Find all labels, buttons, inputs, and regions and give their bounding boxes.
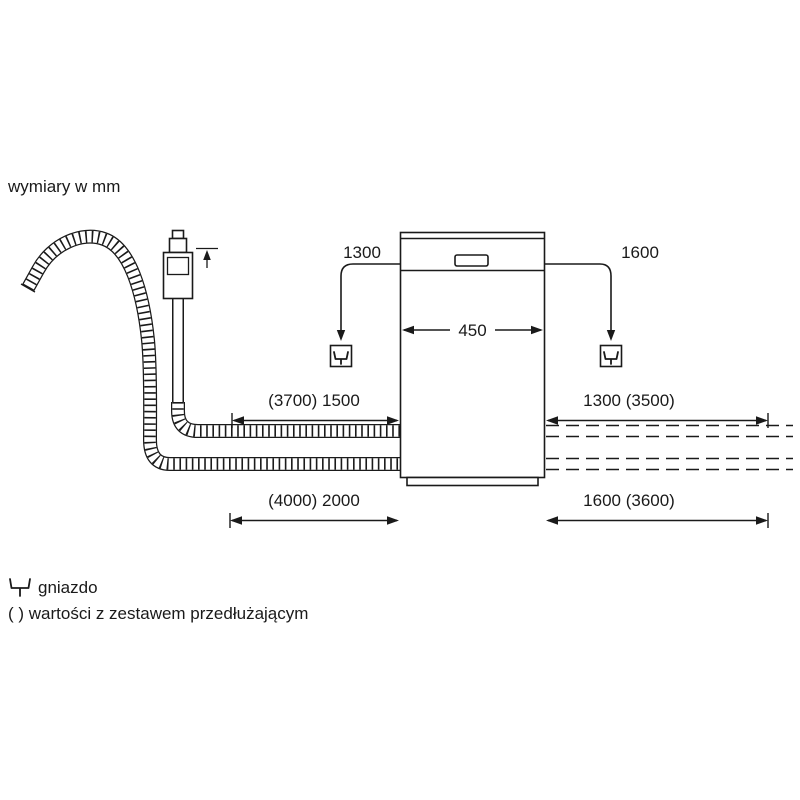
left-arrow-icon xyxy=(546,516,558,525)
plug-fork-symbol xyxy=(9,578,31,597)
power-socket-right xyxy=(599,344,623,368)
right-arrow-icon xyxy=(387,416,399,425)
hose-left-lower-label: (4000) 2000 xyxy=(268,491,360,510)
right-arrow-icon xyxy=(387,516,399,525)
hose-right-lower-label: 1600 (3600) xyxy=(583,491,675,510)
drain-hose-end-cap xyxy=(20,283,36,293)
down-arrow-icon xyxy=(336,330,346,341)
left-arrow-icon xyxy=(232,416,244,425)
cable-left-label: 1300 xyxy=(343,243,381,262)
cable-right-label: 1600 xyxy=(621,243,659,262)
hose-left-upper-dimension: (3700) 1500 xyxy=(231,391,399,428)
legend: gniazdo ( ) wartości z zestawem przedłuż… xyxy=(8,578,308,623)
supply-hose xyxy=(171,296,400,438)
legend-extension-note: ( ) wartości z zestawem przedłużającym xyxy=(8,604,308,623)
right-arrow-icon xyxy=(756,416,768,425)
power-socket-icon xyxy=(333,351,349,365)
cable-right-dimension: 1600 xyxy=(545,243,659,341)
kick-plate xyxy=(406,476,539,487)
left-arrow-icon xyxy=(546,416,558,425)
hose-left-upper-label: (3700) 1500 xyxy=(268,391,360,410)
hose-right-upper-dimension: 1300 (3500) xyxy=(546,391,769,428)
hose-right-lower-dimension: 1600 (3600) xyxy=(546,491,769,528)
hose-right-upper-label: 1300 (3500) xyxy=(583,391,675,410)
legend-socket-label: gniazdo xyxy=(38,578,98,597)
drain-hose xyxy=(20,229,400,471)
width-dimension: 450 xyxy=(402,318,543,341)
power-socket-icon xyxy=(603,351,619,365)
hose-left-lower-dimension: (4000) 2000 xyxy=(229,491,399,528)
dishwasher-outline xyxy=(399,231,546,487)
aquastop-valve xyxy=(162,229,194,300)
extension-hose-dashed-lines xyxy=(546,424,793,471)
up-arrow-icon xyxy=(203,250,211,260)
left-arrow-icon xyxy=(230,516,242,525)
cable-left-dimension: 1300 xyxy=(336,243,400,341)
down-arrow-icon xyxy=(606,330,616,341)
left-arrow-icon xyxy=(402,325,414,335)
width-label: 450 xyxy=(458,321,486,340)
tap-connection-indicator xyxy=(196,247,218,268)
control-panel-display xyxy=(454,254,489,267)
diagram-title: wymiary w mm xyxy=(7,177,120,196)
right-arrow-icon xyxy=(756,516,768,525)
right-arrow-icon xyxy=(531,325,543,335)
power-socket-left xyxy=(329,344,353,368)
